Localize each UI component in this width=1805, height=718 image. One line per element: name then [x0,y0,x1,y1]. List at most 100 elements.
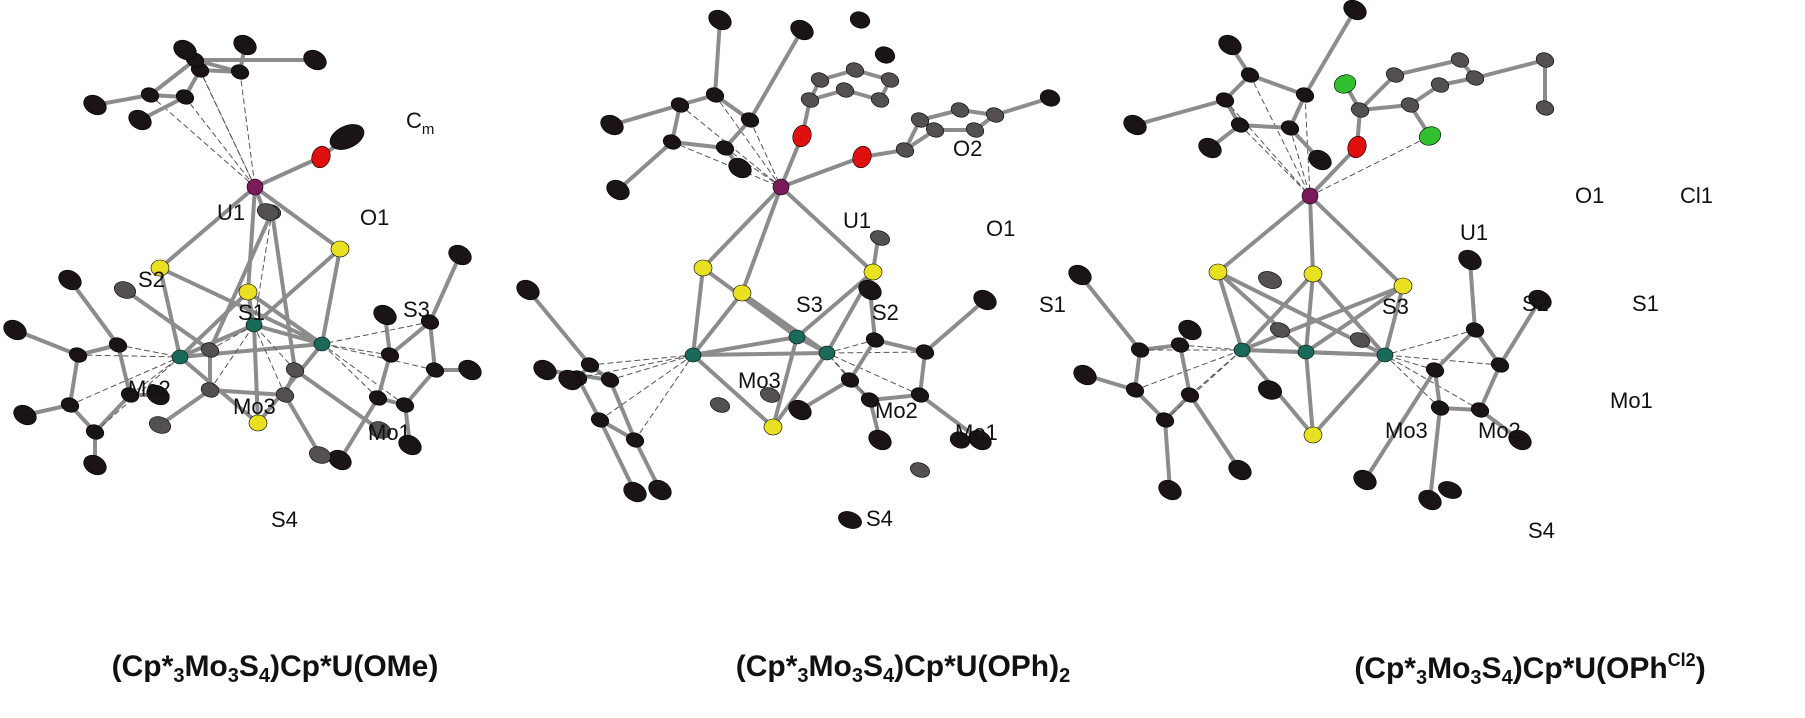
bond [1304,284,1405,354]
label-u1-c: U1 [1460,220,1488,245]
carbon-atom [458,359,482,381]
bond [1216,270,1308,354]
coordination-bond [634,354,694,441]
carbon-atom [1438,481,1462,499]
uranium-atom [246,178,264,196]
uranium-atom [772,178,790,196]
carbon-atom [373,304,397,326]
label-s3-b: S3 [796,292,823,317]
carbon-atom [740,112,760,128]
carbon-atom [1425,362,1445,378]
bond [148,58,197,97]
bond [1188,393,1242,472]
label-u1-b: U1 [843,208,871,233]
carbon-atom [1240,67,1260,83]
bond [178,323,256,359]
bond [1308,194,1405,288]
bond [1428,406,1442,502]
carbon-atom [600,114,624,136]
bond [116,343,132,397]
bond [1240,272,1315,352]
bond [923,298,987,354]
chlorine-atom [1418,126,1442,146]
molybdenum-atom [313,336,331,352]
label-cm: Cm [406,108,434,138]
carbon-atom [1170,337,1190,353]
carbon-atom [60,397,80,413]
oxygen-atom [311,145,331,169]
sulfur-atom [693,259,713,277]
bond [158,266,182,359]
oxygen-atom [1347,135,1367,159]
carbon-atom [1258,380,1282,400]
bond [993,96,1052,117]
sulfur-atom [1208,263,1228,281]
carbon-atom [1465,70,1485,86]
bond [178,342,324,359]
carbon-atom [840,372,860,388]
carbon-atom [868,429,892,451]
bond [123,288,212,352]
carbon-atom [662,134,682,150]
molybdenum-atom [1376,347,1394,363]
bond [1216,270,1244,352]
label-s1-b: S1 [1039,292,1066,317]
bond [1303,8,1357,97]
coordination-bond [253,324,296,371]
bond [158,266,324,346]
carbon-atom [1343,0,1367,21]
bond [428,253,462,324]
carbon-atom [1430,400,1450,416]
coordination-bond [724,147,782,188]
coordination-bond [321,343,436,371]
label-layer: Cm U1 O1 S2 S1 S3 Mo2 Mo3 Mo1 S4 O2 U1 O… [128,108,1713,543]
bond [691,266,705,357]
coordination-bond [149,94,256,188]
sulfur-atom [238,283,258,301]
carbon-atom [1350,332,1370,348]
coordination-bond [599,354,694,421]
carbon-atom [985,107,1005,123]
molybdenum-atom [1297,344,1315,360]
carbon-atom [648,479,672,501]
carbon-atom [369,421,391,439]
carbon-atom [835,82,855,98]
carbon-atom [600,372,620,388]
carbon-atom [175,89,195,105]
molybdenum-atom [1233,342,1251,358]
carbon-atom [705,87,725,103]
carbon-atom [1308,149,1332,171]
carbon-atom [1400,97,1420,113]
carbon-atom [140,87,160,103]
bond [1240,284,1405,352]
bond [1311,272,1387,357]
bond [1311,353,1387,437]
carbon-atom [425,362,445,378]
carbon-atom [838,511,862,529]
coordination-bond [184,96,256,188]
bond [246,290,324,346]
bond [320,247,342,346]
coordination-bond [714,94,782,188]
label-s4-a: S4 [271,507,298,532]
bond [1178,343,1192,397]
carbon-atom [1155,412,1175,428]
carbon-atom [533,359,557,381]
carbon-atom [880,72,900,88]
bond [918,393,982,442]
label-o1-a: O1 [360,205,389,230]
label-mo1-a: Mo1 [368,420,411,445]
bond [740,185,783,295]
oxygen-atom [792,124,812,148]
carbon-atom [858,279,882,301]
bond [616,140,674,192]
carbon-atom [1158,479,1182,501]
carbon-atom [448,244,472,266]
carbon-atom [3,319,27,341]
carbon-atom [870,230,890,246]
coordination-bond [129,356,181,396]
bond [1133,98,1227,127]
bond [68,278,120,347]
oxygen-atom [852,145,872,169]
carbon-atom [1180,387,1200,403]
